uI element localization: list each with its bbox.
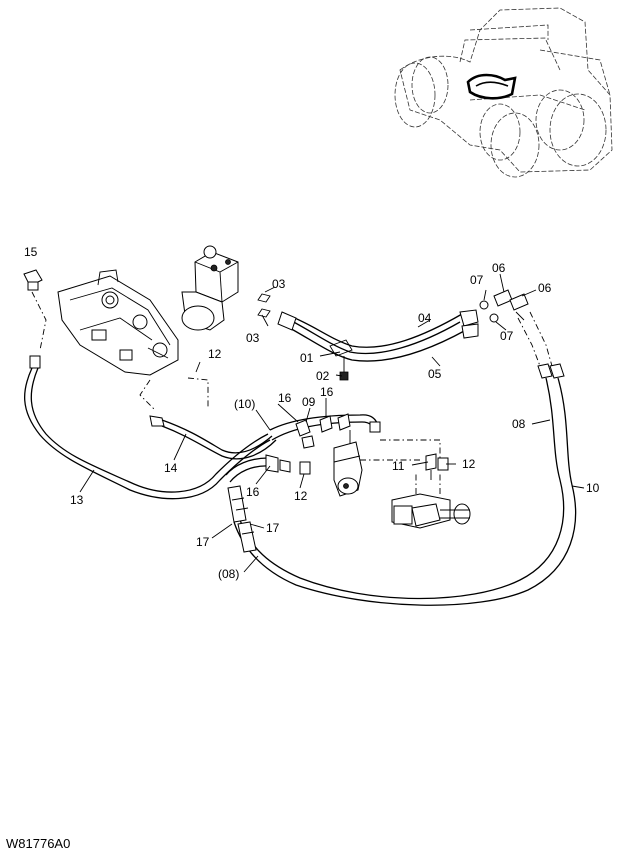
- leader-15: [31, 291, 47, 351]
- callout-16-mid: 16: [320, 385, 334, 399]
- callout-08: 08: [512, 417, 526, 431]
- callout-17-right: 17: [266, 521, 280, 535]
- hose-13: [23, 355, 271, 500]
- callout-08-paren: (08): [218, 567, 239, 581]
- callout-15: 15: [24, 245, 38, 259]
- callout-03-lower: 03: [246, 331, 260, 345]
- callout-12-valve: 12: [208, 347, 222, 361]
- callout-10-paren: (10): [234, 397, 255, 411]
- callout-06-right: 06: [538, 281, 552, 295]
- callout-10: 10: [586, 481, 600, 495]
- callout-02: 02: [316, 369, 330, 383]
- callout-labels: 15 03 03 04 05 01 02 07 06 06 07 08 10 1…: [24, 245, 600, 581]
- callout-12-right: 12: [462, 457, 476, 471]
- brake-valve: [391, 472, 471, 529]
- callout-13: 13: [70, 493, 84, 507]
- callout-11: 11: [392, 459, 405, 473]
- callout-03-upper: 03: [272, 277, 286, 291]
- valve-block: [333, 441, 363, 497]
- callout-07-upper: 07: [470, 273, 484, 287]
- hose-08-10: [233, 311, 577, 606]
- callout-04: 04: [418, 311, 432, 325]
- fitting-15: [23, 269, 43, 291]
- hose-14: [139, 377, 277, 460]
- central-fittings: [225, 413, 441, 483]
- machine-locator-view: [394, 7, 613, 178]
- callout-05: 05: [428, 367, 442, 381]
- fittings-06-07: [479, 289, 529, 323]
- callout-16-top: 16: [278, 391, 292, 405]
- steering-unit: [181, 245, 239, 331]
- leader-lines: [79, 273, 585, 573]
- callout-14: 14: [164, 461, 178, 475]
- hose-04-05: [257, 293, 479, 381]
- drawing-code: W81776A0: [6, 836, 70, 851]
- callout-12-mid: 12: [294, 489, 308, 503]
- callout-06-upper: 06: [492, 261, 506, 275]
- hose-17: [227, 485, 257, 553]
- callout-09: 09: [302, 395, 316, 409]
- callout-01: 01: [300, 351, 314, 365]
- fitting-11-12: [425, 453, 449, 480]
- callout-16-low: 16: [246, 485, 260, 499]
- control-valve: [57, 269, 179, 376]
- callout-07-lower: 07: [500, 329, 514, 343]
- callout-17-left: 17: [196, 535, 210, 549]
